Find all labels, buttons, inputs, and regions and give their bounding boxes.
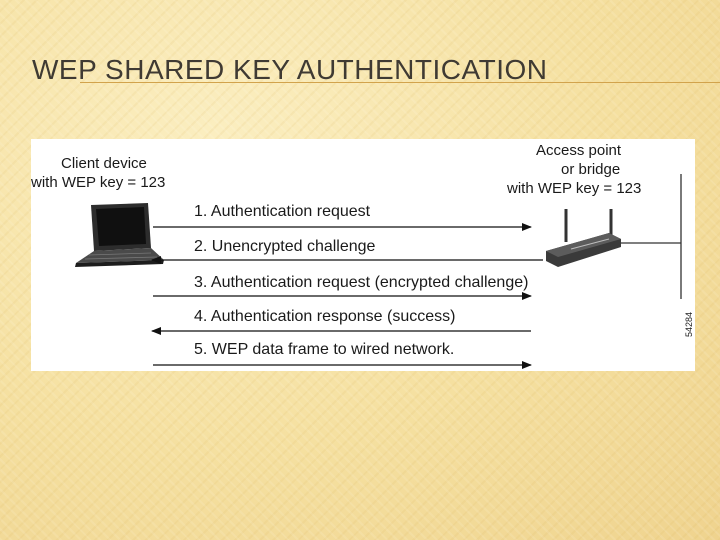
step-1-label: 1. Authentication request [194, 203, 371, 220]
step-2-label: 2. Unencrypted challenge [194, 238, 376, 255]
step-5-label: 5. WEP data frame to wired network. [194, 341, 455, 358]
client-label-line1: Client device [61, 155, 147, 172]
step-3-label: 3. Authentication request (encrypted cha… [194, 274, 529, 291]
slide-title: WEP SHARED KEY AUTHENTICATION [32, 54, 548, 85]
step-4-label: 4. Authentication response (success) [194, 308, 456, 325]
ap-label-line1: Access point [536, 142, 622, 159]
diagram-graphics [75, 174, 682, 369]
client-label-line2: with WEP key = 123 [31, 174, 166, 191]
title-divider [80, 82, 720, 83]
wep-auth-diagram: Client device with WEP key = 123 Access … [31, 139, 695, 371]
laptop-icon [75, 203, 164, 267]
ap-label-line3: with WEP key = 123 [507, 180, 642, 197]
ap-label-line2: or bridge [561, 161, 621, 178]
access-point-icon [546, 209, 621, 267]
figure-id: 54284 [684, 311, 694, 337]
